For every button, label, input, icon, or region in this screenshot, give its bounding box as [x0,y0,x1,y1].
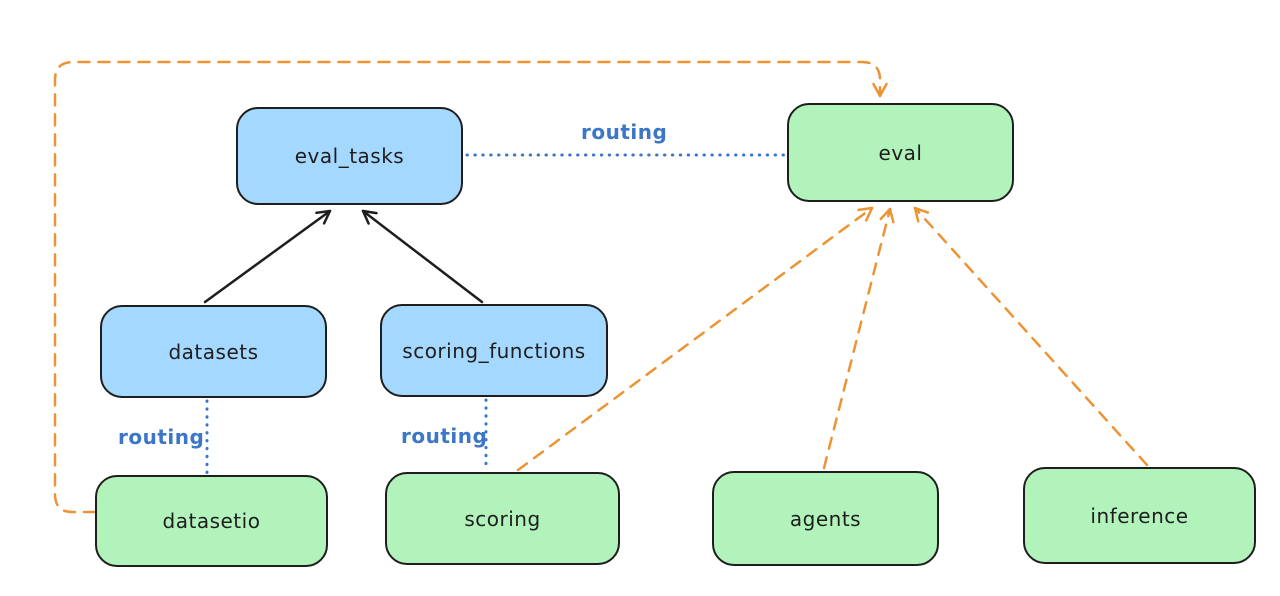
node-eval-tasks: eval_tasks [236,107,463,205]
edge-inference-to-eval [913,206,1149,467]
edge-label-routing-eval-tasks-eval: routing [581,120,668,144]
node-scoring-functions: scoring_functions [380,304,608,397]
node-scoring: scoring [385,472,620,565]
node-datasetio-label: datasetio [162,509,261,533]
node-agents: agents [712,471,939,566]
node-eval-label: eval [878,140,923,165]
node-datasets-label: datasets [168,339,259,364]
edge-scoring-to-eval [516,206,874,472]
edge-datasets-to-eval-tasks [203,209,332,304]
edge-label-routing-scoring-functions-scoring: routing [401,424,488,448]
node-eval: eval [787,103,1014,202]
node-scoring-label: scoring [464,506,541,531]
edge-scoring-functions-to-eval-tasks [361,209,484,304]
edge-agents-to-eval [822,207,895,470]
node-eval-tasks-label: eval_tasks [294,144,405,168]
node-inference-label: inference [1090,503,1189,528]
edge-label-routing-datasets-datasetio: routing [118,425,205,449]
edge-datasetio-to-eval [53,60,888,514]
node-agents-label: agents [789,506,862,531]
node-scoring-functions-label: scoring_functions [402,338,586,363]
node-datasets: datasets [100,305,327,398]
node-datasetio: datasetio [95,475,328,567]
node-inference: inference [1023,467,1256,564]
